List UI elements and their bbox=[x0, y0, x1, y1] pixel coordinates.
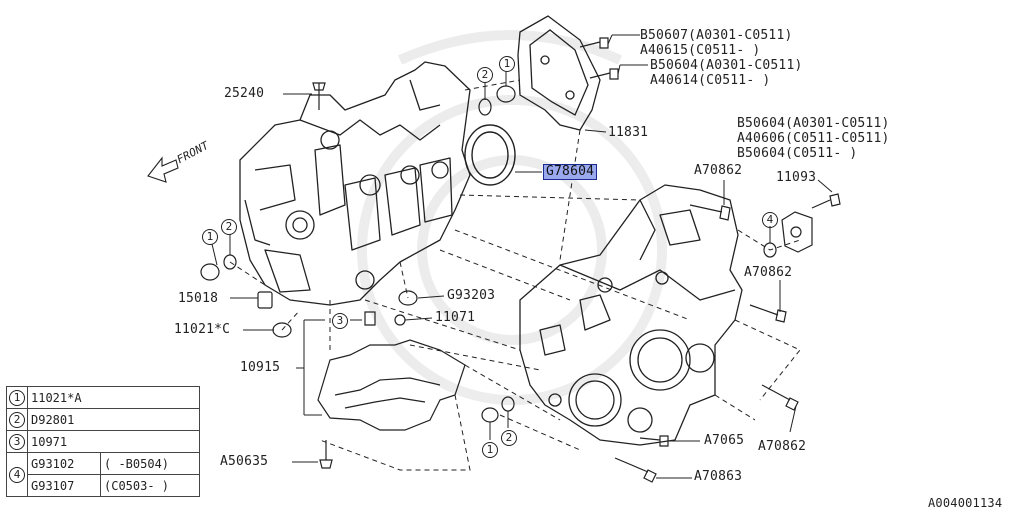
legend-callout: 2 bbox=[9, 411, 25, 428]
small-parts bbox=[200, 82, 777, 423]
callout-2: 2 bbox=[221, 219, 237, 235]
callout-2: 2 bbox=[477, 67, 493, 83]
part-label[interactable]: A40606(C0511-C0511) bbox=[737, 131, 890, 146]
part-label[interactable]: 11021*C bbox=[174, 322, 231, 337]
side-cover bbox=[781, 211, 813, 253]
left-block bbox=[239, 61, 471, 306]
legend-range: (C0503- ) bbox=[100, 474, 200, 497]
legend-callout: 4 bbox=[9, 466, 25, 483]
part-label[interactable]: A70863 bbox=[694, 469, 743, 484]
part-label[interactable]: A70862 bbox=[694, 163, 743, 178]
callout-3: 3 bbox=[332, 313, 348, 329]
legend-row: 1 11021*A bbox=[6, 386, 200, 409]
part-label[interactable]: G93203 bbox=[447, 288, 496, 303]
part-label[interactable]: 11071 bbox=[435, 310, 476, 325]
part-label[interactable]: A70862 bbox=[744, 265, 793, 280]
watermark bbox=[357, 30, 667, 405]
part-label[interactable]: 10915 bbox=[240, 360, 281, 375]
legend-callout: 3 bbox=[9, 433, 25, 450]
callout-1: 1 bbox=[202, 229, 218, 245]
bolts bbox=[319, 37, 841, 483]
assembly-lines bbox=[229, 79, 801, 471]
legend-row: 3 10971 bbox=[6, 430, 200, 453]
legend-range: ( -B0504) bbox=[100, 452, 200, 475]
callout-legend-table: 1 11021*A 2 D92801 3 10971 4 G93102 ( -B… bbox=[6, 386, 200, 497]
legend-part[interactable]: D92801 bbox=[27, 408, 200, 431]
part-label[interactable]: 15018 bbox=[178, 291, 219, 306]
part-label[interactable]: 25240 bbox=[224, 86, 265, 101]
legend-row: G93107 (C0503- ) bbox=[7, 474, 200, 497]
part-label[interactable]: 11831 bbox=[608, 125, 649, 140]
part-label[interactable]: B50604(C0511- ) bbox=[737, 146, 858, 161]
legend-part[interactable]: G93107 bbox=[27, 474, 101, 497]
front-arrow-icon bbox=[147, 156, 179, 183]
callout-2: 2 bbox=[501, 430, 517, 446]
oil-seal bbox=[464, 124, 516, 186]
part-label[interactable]: B50604(A0301-C0511) bbox=[737, 116, 890, 131]
part-label[interactable]: A50635 bbox=[220, 454, 269, 469]
callout-1: 1 bbox=[482, 442, 498, 458]
part-label[interactable]: B50604(A0301-C0511) bbox=[650, 58, 803, 73]
legend-part[interactable]: 11021*A bbox=[27, 386, 200, 409]
right-block bbox=[519, 184, 743, 446]
legend-callout: 1 bbox=[9, 389, 25, 406]
part-label[interactable]: B50607(A0301-C0511) bbox=[640, 28, 793, 43]
callout-4: 4 bbox=[762, 212, 778, 228]
legend-part[interactable]: G93102 bbox=[27, 452, 101, 475]
legend-row: 2 D92801 bbox=[6, 408, 200, 431]
part-label[interactable]: A40615(C0511- ) bbox=[640, 43, 761, 58]
legend-part[interactable]: 10971 bbox=[27, 430, 200, 453]
part-label[interactable]: A7065 bbox=[704, 433, 745, 448]
diagram-id: A004001134 bbox=[928, 496, 1003, 510]
part-label[interactable]: 11093 bbox=[776, 170, 817, 185]
baffle-plate bbox=[317, 339, 466, 431]
part-label[interactable]: A40614(C0511- ) bbox=[650, 73, 771, 88]
legend-row: 4 G93102 ( -B0504) bbox=[6, 452, 200, 497]
highlighted-part-label[interactable]: G78604 bbox=[543, 164, 598, 180]
leader-lines bbox=[211, 34, 833, 479]
callout-1: 1 bbox=[499, 56, 515, 72]
part-label[interactable]: A70862 bbox=[758, 439, 807, 454]
